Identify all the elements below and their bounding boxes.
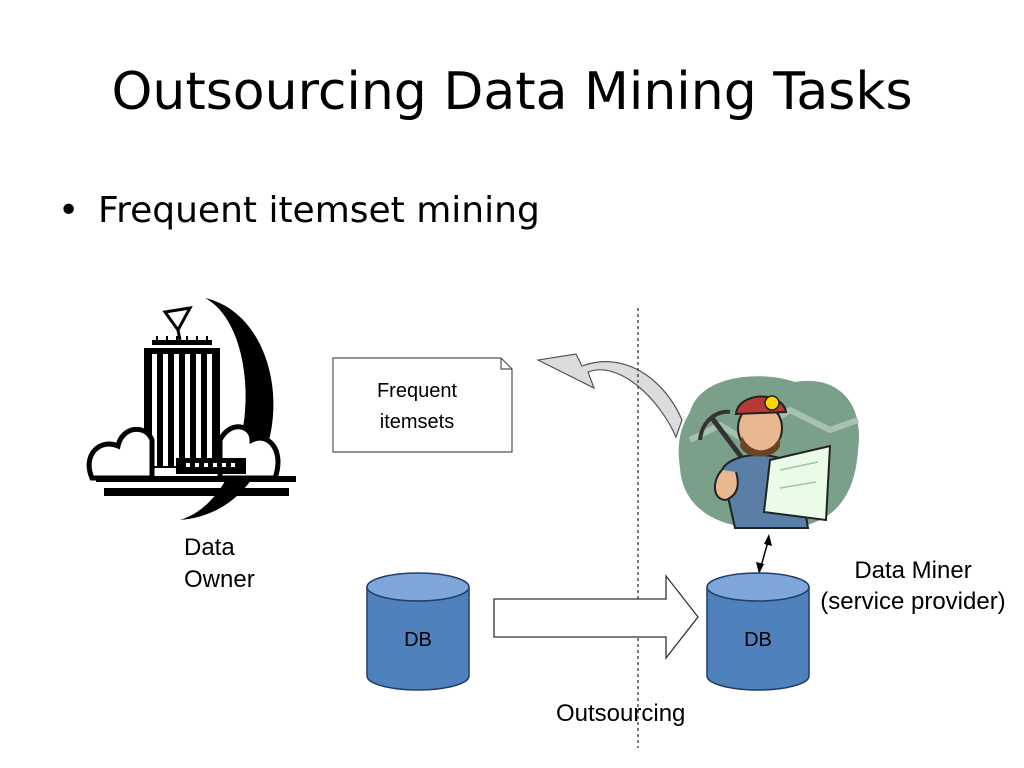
frequent-itemsets-line2: itemsets (380, 411, 454, 433)
bullet-item: • Frequent itemset mining (58, 190, 540, 231)
data-owner-building-icon (86, 298, 296, 520)
db-right-label: DB (744, 629, 772, 651)
data-miner-label-line2: (service provider) (820, 588, 1006, 615)
data-owner-label: Data Owner (184, 532, 255, 596)
frequent-itemsets-note: Frequent itemsets (332, 357, 513, 453)
outsourcing-arrow (493, 574, 699, 660)
db-left-label: DB (404, 629, 432, 651)
db-cylinder-right: DB (706, 572, 810, 691)
bullet-text: Frequent itemset mining (98, 190, 540, 231)
miner-db-link-arrow (756, 534, 772, 574)
data-owner-label-line2: Owner (184, 566, 255, 593)
db-cylinder-left: DB (366, 572, 470, 691)
outsourcing-label: Outsourcing (556, 700, 686, 727)
data-owner-label-line1: Data (184, 534, 235, 561)
data-miner-label: Data Miner (service provider) (808, 555, 1018, 617)
return-arrow (536, 353, 683, 439)
bullet-dot: • (58, 190, 80, 231)
slide-title: Outsourcing Data Mining Tasks (111, 62, 913, 122)
frequent-itemsets-line1: Frequent (377, 380, 457, 402)
data-miner-illustration (678, 376, 860, 529)
data-miner-label-line1: Data Miner (854, 557, 972, 584)
